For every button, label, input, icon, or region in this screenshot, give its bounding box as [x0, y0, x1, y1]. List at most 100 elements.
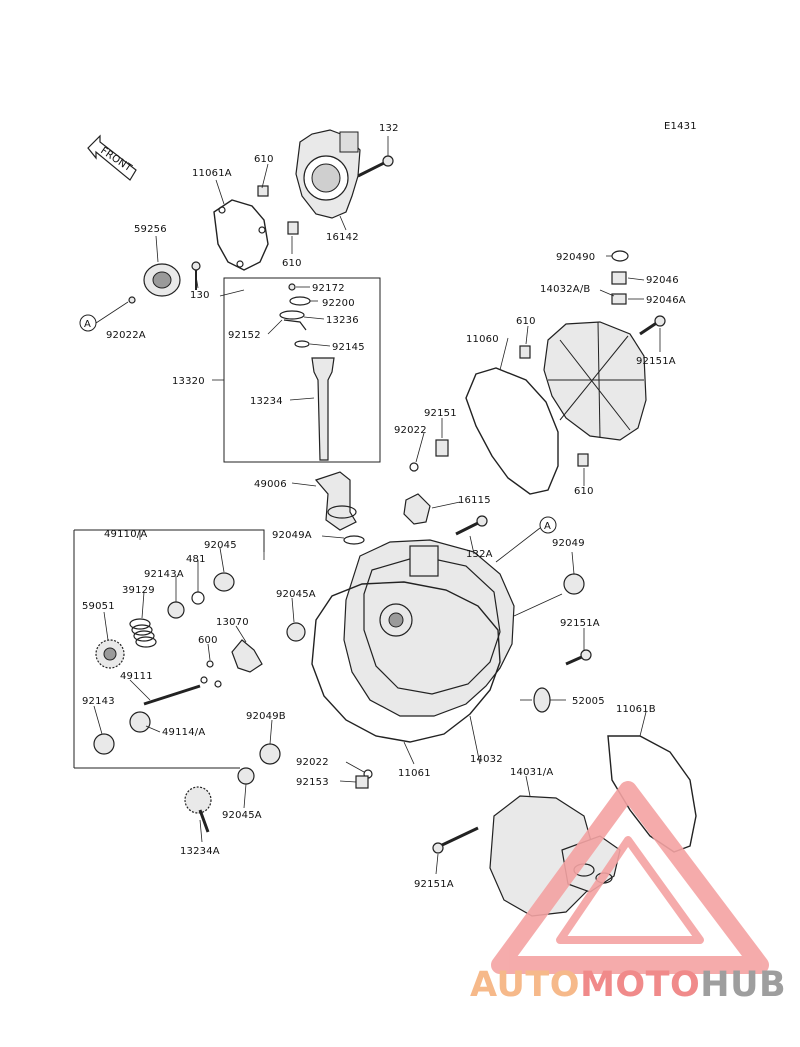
housing-49006-part: [314, 471, 357, 531]
ref-marker-a-right-text: A: [544, 521, 551, 532]
watermark-auto: AUTO: [470, 965, 580, 1005]
label-49110A: 49110/A: [104, 529, 147, 540]
gasket-11061: [311, 581, 501, 743]
label-14032: 14032: [470, 754, 503, 765]
bolt-92153: [355, 775, 369, 789]
pump-cover-part: [295, 129, 361, 219]
watermark-moto: MOTO: [580, 965, 700, 1005]
label-610-mid: 610: [282, 258, 302, 269]
label-39129: 39129: [122, 585, 155, 596]
label-49114A: 49114/A: [162, 727, 205, 738]
gasket-11060: [465, 367, 559, 495]
label-52005: 52005: [572, 696, 605, 707]
ref-marker-a-left: A: [79, 314, 97, 332]
gear-13234A-part: [184, 786, 212, 833]
washer-92143: [93, 733, 115, 755]
seal-92049A: [343, 535, 365, 545]
label-600: 600: [198, 635, 218, 646]
part-49114A: [129, 711, 151, 733]
bolt-92151A-mid: [565, 649, 592, 666]
label-92151: 92151: [424, 408, 457, 419]
breather-16115: [403, 493, 431, 525]
label-92049: 92049: [552, 538, 585, 549]
label-11060: 11060: [466, 334, 499, 345]
label-92045A-low: 92045A: [222, 810, 262, 821]
assembly-box-13320: [223, 277, 381, 463]
bolt-92151: [435, 439, 449, 457]
label-11061A: 11061A: [192, 168, 232, 179]
bearing-92045A-low: [237, 767, 255, 785]
bearing-92045A-mid: [286, 622, 306, 642]
label-92046A: 92046A: [646, 295, 686, 306]
label-92151A-low: 92151A: [414, 879, 454, 890]
gear-59051-part: [95, 639, 125, 669]
shaft-13234-part: [279, 283, 335, 461]
label-13320: 13320: [172, 376, 205, 387]
impeller-13070-part: [231, 639, 263, 673]
crankcase-cover-14032: [343, 539, 515, 717]
label-92152: 92152: [228, 330, 261, 341]
label-92143: 92143: [82, 696, 115, 707]
label-59051: 59051: [82, 601, 115, 612]
washer-92143A: [167, 601, 185, 619]
front-label: FRONT: [98, 145, 134, 174]
clutch-cover-14032AB-part: [543, 321, 647, 441]
label-92022-mid: 92022: [394, 425, 427, 436]
label-92143A: 92143A: [144, 569, 184, 580]
shaft-49111: [143, 684, 201, 706]
label-481: 481: [186, 554, 206, 565]
label-92172: 92172: [312, 283, 345, 294]
bolt-132-part: [357, 155, 394, 178]
label-92145: 92145: [332, 342, 365, 353]
label-13070: 13070: [216, 617, 249, 628]
plug-92046A: [611, 293, 627, 305]
circlip-481: [191, 591, 205, 605]
plug-92046: [611, 271, 627, 285]
bolt-92151A-right: [639, 315, 666, 336]
ball-600: [206, 660, 214, 668]
diagram-code: E1431: [664, 121, 697, 132]
label-610-right: 610: [516, 316, 536, 327]
label-11061B: 11061B: [616, 704, 656, 715]
seal-52005: [533, 687, 551, 713]
label-13234A: 13234A: [180, 846, 220, 857]
label-59256: 59256: [134, 224, 167, 235]
label-11061: 11061: [398, 768, 431, 779]
label-92022-low: 92022: [296, 757, 329, 768]
label-13236: 13236: [326, 315, 359, 326]
washer-92022: [409, 462, 419, 472]
part-labels: 132 610 11061A 16142 59256 130 92022A 61…: [82, 123, 686, 890]
assembly-box-49110: [74, 529, 265, 552]
label-92046: 92046: [646, 275, 679, 286]
bolt-92151A-low: [432, 826, 479, 854]
dowel-610-right-low: [577, 453, 589, 467]
impeller-59256-part: [128, 261, 201, 304]
label-92022A: 92022A: [106, 330, 146, 341]
ref-marker-a-left-text: A: [84, 319, 91, 330]
label-16142: 16142: [326, 232, 359, 243]
label-16115: 16115: [458, 495, 491, 506]
watermark-logo: [491, 781, 769, 974]
label-92200: 92200: [322, 298, 355, 309]
bearing-92049B: [259, 743, 281, 765]
label-14032AB: 14032A/B: [540, 284, 590, 295]
label-92045A-mid: 92045A: [276, 589, 316, 600]
label-92049A: 92049A: [272, 530, 312, 541]
label-14031A: 14031/A: [510, 767, 553, 778]
dowel-pin-610-mid: [287, 221, 299, 235]
leader-lines: [93, 136, 661, 875]
label-132A: 132A: [466, 549, 493, 560]
label-92153: 92153: [296, 777, 329, 788]
bolt-132A: [455, 515, 488, 536]
label-92049B: 92049B: [246, 711, 286, 722]
spring-39129-part: [129, 618, 157, 648]
label-49111: 49111: [120, 671, 153, 682]
label-132: 132: [379, 123, 399, 134]
dowel-pin-610-top: [257, 185, 269, 197]
cap-920490: [611, 250, 629, 262]
label-92045: 92045: [204, 540, 237, 551]
label-49006: 49006: [254, 479, 287, 490]
label-610-top: 610: [254, 154, 274, 165]
label-13234: 13234: [250, 396, 283, 407]
label-92151A-mid: 92151A: [560, 618, 600, 629]
